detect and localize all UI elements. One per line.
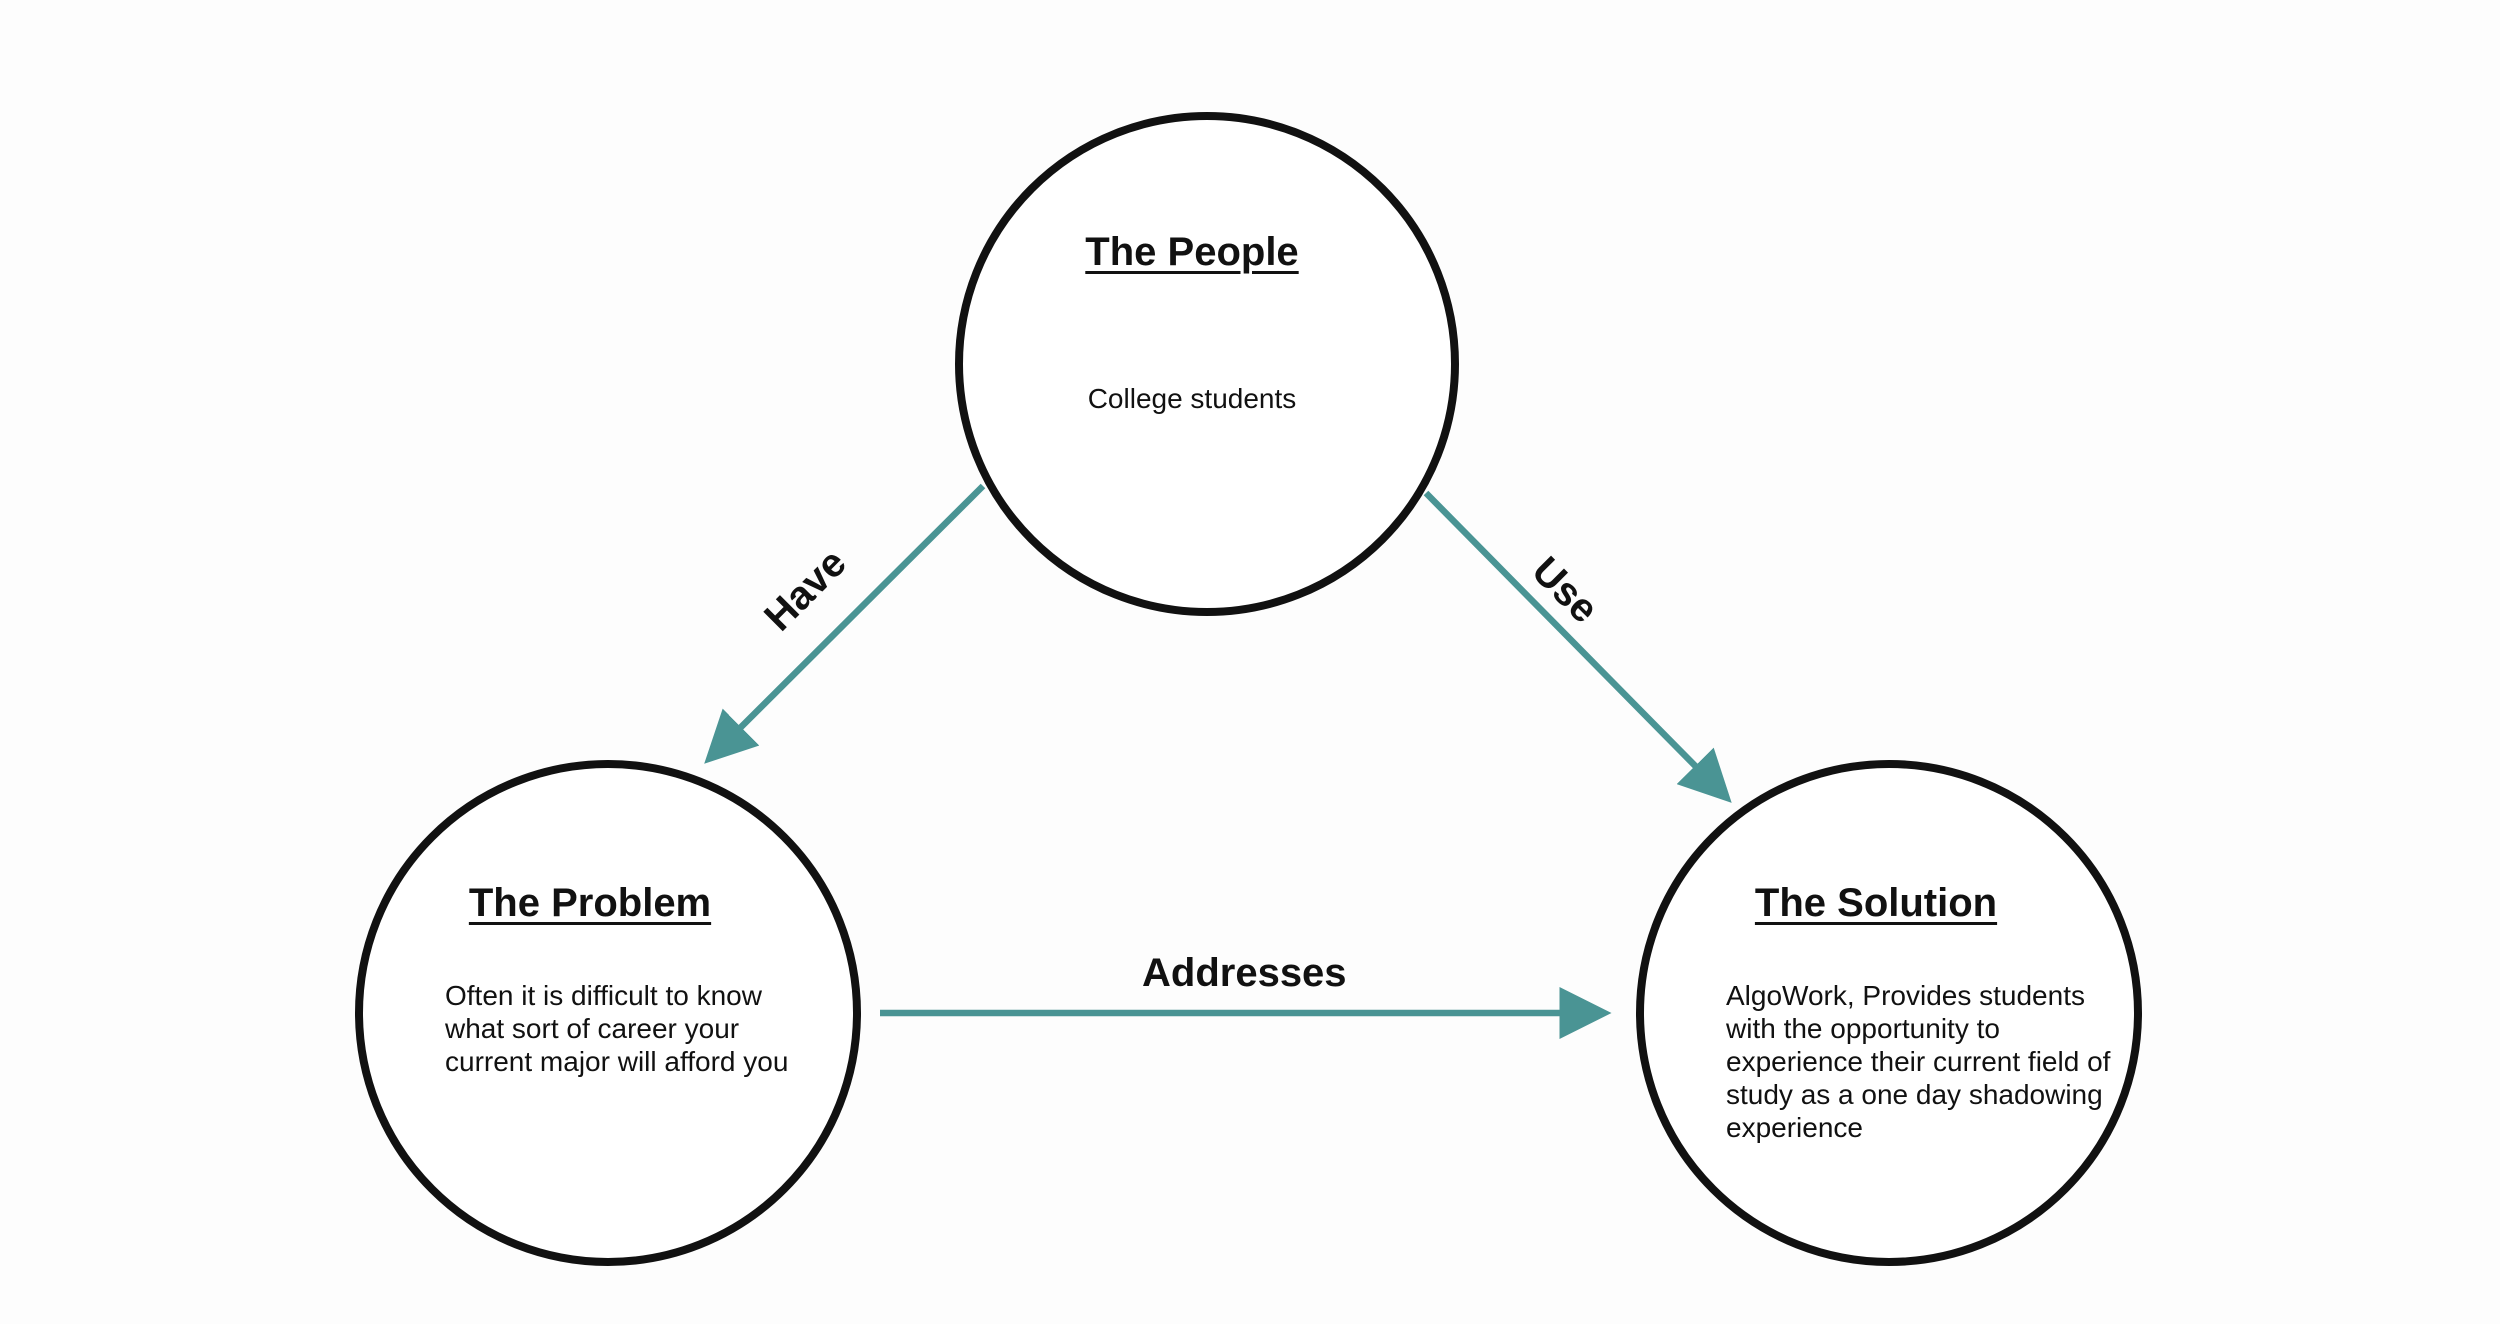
node-problem-body: Often it is difficult to know what sort … <box>445 980 789 1077</box>
arrow-have <box>704 483 986 764</box>
node-people-title: The People <box>1085 230 1299 274</box>
node-the-problem: The Problem Often it is difficult to kno… <box>355 760 861 1266</box>
node-problem-title: The Problem <box>468 881 712 925</box>
arrow-use <box>1423 490 1732 803</box>
node-solution-title: The Solution <box>1754 881 1998 925</box>
node-the-people: The People College students <box>955 112 1459 616</box>
node-solution-body: AlgoWork, Provides students with the opp… <box>1726 980 2111 1143</box>
node-people-body: College students <box>1087 383 1297 414</box>
edge-label-addresses: Addresses <box>1142 951 1347 995</box>
node-the-solution: The Solution AlgoWork, Provides students… <box>1636 760 2142 1266</box>
